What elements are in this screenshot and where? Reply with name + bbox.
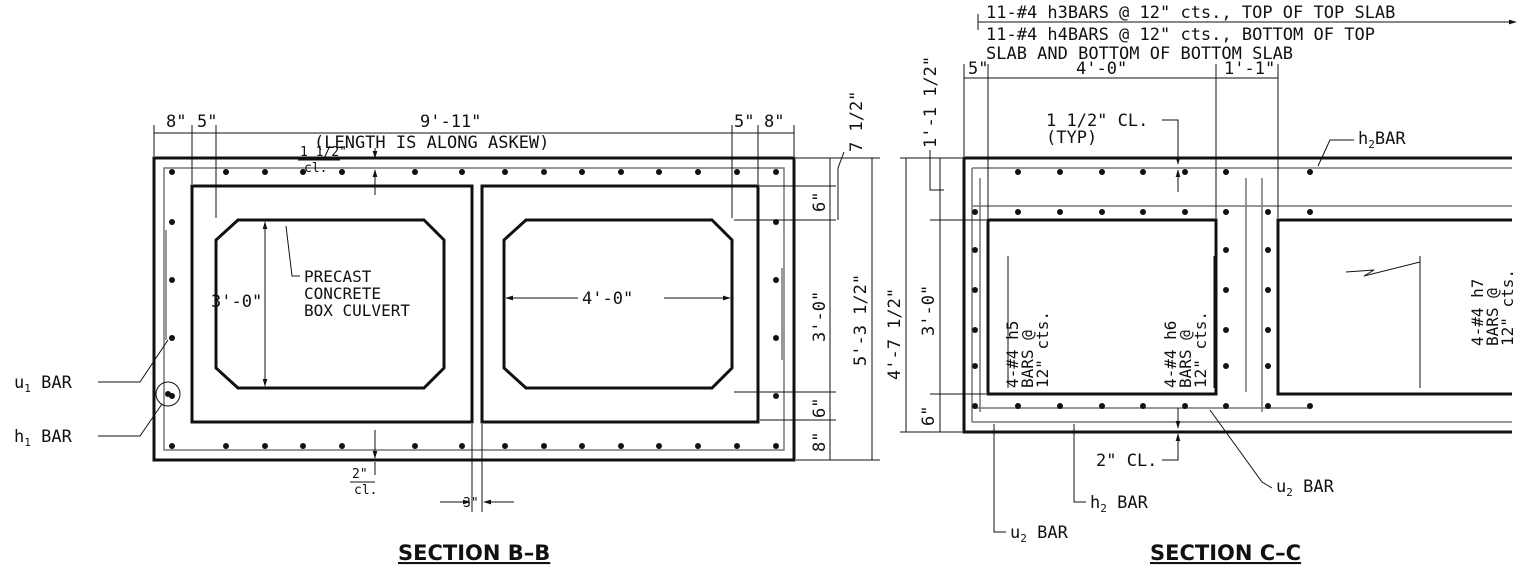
cc-bars-h6-2: BARS @ (1176, 330, 1195, 388)
bb-dim-top-clear-cl: cl. (304, 161, 327, 176)
bb-dim-right-8-bot: 8" (810, 432, 830, 452)
cc-dim-left-1-1-5: 1'-1 1/2" (921, 56, 941, 148)
bb-top-bars (169, 169, 779, 175)
cc-dim-top-4-0: 4'-0" (1076, 59, 1127, 79)
bb-right-cell-frame (480, 184, 760, 424)
cc-outer-wall (962, 156, 1512, 434)
cc-section-title: SECTION C–C (1150, 541, 1301, 565)
bb-dim-right-6-bot: 6" (810, 398, 830, 418)
cc-dim-clear-15: 1 1/2" CL. (1046, 111, 1148, 131)
bb-dim-overall-length: 9'-11" (420, 112, 481, 132)
cc-top-dimensions (963, 64, 1279, 218)
cc-dim-clear-typ: (TYP) (1046, 128, 1097, 148)
bb-h1-bar-circle (155, 381, 181, 407)
bb-dim-cell-width: 4'-0" (582, 289, 633, 309)
bb-dim-right-8: 8" (764, 112, 784, 132)
cc-left-dimensions (900, 150, 986, 433)
cc-dim-top-5: 5" (968, 59, 988, 79)
bb-bottom-bars (169, 443, 779, 449)
cc-dim-clear-2: 2" CL. (1096, 451, 1157, 471)
bb-outer-wall (152, 156, 796, 462)
bb-dim-bottom-clear: 2" (352, 467, 368, 482)
bb-dim-gap-3: 3" (463, 496, 479, 511)
bb-label-u1-bar: u1 BAR (14, 373, 73, 395)
cc-label-h2-top: h2BAR (1358, 129, 1406, 151)
bb-dim-left-5: 5" (197, 112, 217, 132)
cc-dim-left-6: 6" (919, 406, 939, 426)
bb-dim-left-8: 8" (166, 112, 186, 132)
bb-dim-overall-height: 5'-3 1/2" (851, 274, 871, 366)
bb-right-dimensions (734, 151, 880, 461)
cc-label-u2-left: u2 BAR (1010, 523, 1069, 545)
cc-bars-h5-3: 12" cts. (1033, 311, 1052, 388)
bb-label-precast-2: CONCRETE (304, 284, 381, 303)
bb-rebar-cage (163, 167, 785, 451)
bb-dim-top-clear: 1 1/2" (300, 145, 347, 160)
bb-dim-right-7-5: 7 1/2" (847, 91, 867, 152)
bb-dim-cell-height: 3'-0" (211, 292, 262, 312)
bb-left-cell-frame (190, 184, 474, 424)
cc-bars-h5-2: BARS @ (1018, 330, 1037, 388)
bb-dim-length-note: (LENGTH IS ALONG ASKEW) (314, 133, 549, 153)
cc-label-h2-bot: h2 BAR (1090, 493, 1149, 515)
cc-bars (972, 169, 1313, 409)
bb-right-cell-opening (502, 218, 734, 390)
bb-dim-bottom-clear-cl: cl. (354, 483, 377, 498)
bb-top-dimensions (153, 125, 795, 218)
cc-dim-left-3-0: 3'-0" (919, 285, 939, 336)
cc-bars-h6-3: 12" cts. (1191, 311, 1210, 388)
cc-bars-h5-1: 4-#4 h5 (1003, 321, 1022, 388)
cc-bars-h6-1: 4-#4 h6 (1161, 321, 1180, 388)
bb-label-precast-3: BOX CULVERT (304, 301, 410, 320)
bb-dim-right-3-0: 3'-0" (810, 291, 830, 342)
cc-bars-h7-1: 4-#4 h7 (1468, 279, 1487, 346)
cc-bars-h7-2: BARS @ (1483, 288, 1502, 346)
cc-label-u2-right: u2 BAR (1276, 477, 1335, 499)
cc-note-h4-line1: 11-#4 h4BARS @ 12" cts., BOTTOM OF TOP (986, 25, 1375, 45)
bb-dim-right-5: 5" (734, 112, 754, 132)
cc-note-h4-line2: SLAB AND BOTTOM OF BOTTOM SLAB (986, 44, 1293, 64)
bb-label-precast-1: PRECAST (304, 267, 372, 286)
bb-left-cell-opening (214, 218, 446, 390)
bb-dim-right-6-top: 6" (810, 192, 830, 212)
section-bb: 8" 5" 9'-11" (LENGTH IS ALONG ASKEW) 5" … (14, 91, 880, 565)
cc-dim-left-overall: 4'-7 1/2" (885, 288, 905, 380)
cc-note-h3-text: 11-#4 h3BARS @ 12" cts., TOP OF TOP SLAB (986, 3, 1395, 23)
cc-right-cell (1276, 218, 1512, 396)
bb-label-h1-bar: h1 BAR (14, 427, 73, 449)
bb-section-title: SECTION B–B (398, 541, 550, 565)
section-cc: 11-#4 h3BARS @ 12" cts., TOP OF TOP SLAB… (885, 3, 1517, 565)
cc-bars-h7-3: 12" cts. (1498, 269, 1517, 346)
cc-dim-top-1-1: 1'-1" (1224, 59, 1275, 79)
